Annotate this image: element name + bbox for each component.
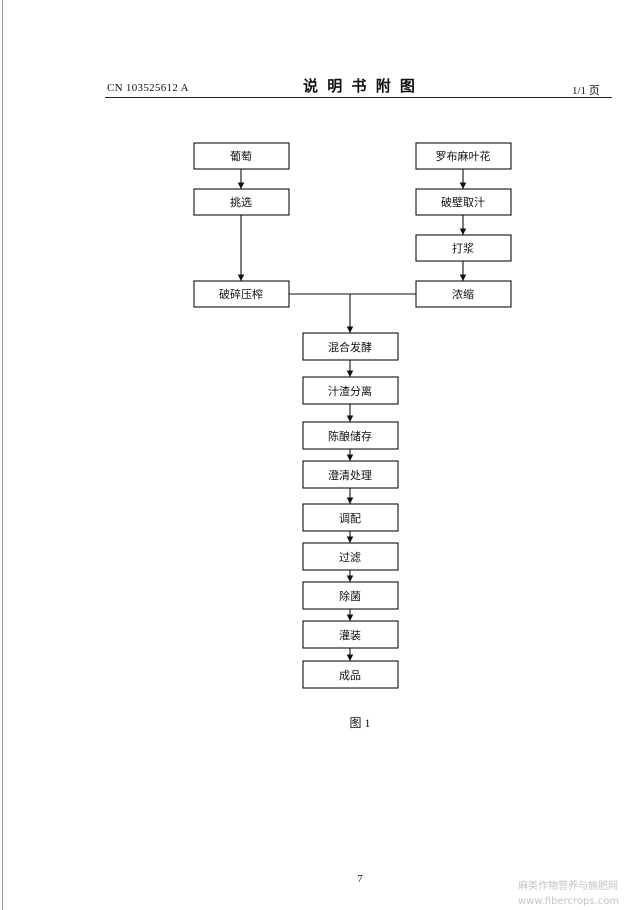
step-label-aging-storage: 陈酿储存: [328, 429, 372, 443]
watermark: 麻类作物营养与施肥网 www.fibercrops.com: [518, 879, 640, 909]
step-label-crushing-pressing: 破碎压榨: [219, 287, 263, 301]
step-label-sterilization: 除菌: [339, 589, 361, 603]
step-label-sorting: 挑选: [230, 195, 252, 209]
step-label-filtration: 过滤: [339, 551, 361, 564]
patent-number: CN 103525612 A: [107, 82, 189, 94]
step-label-mixed-fermentation: 混合发酵: [328, 340, 372, 354]
step-box-concentrating: [415, 280, 512, 308]
page-count: 1/1 页: [572, 85, 600, 97]
step-box-juice-residue-separation: [302, 376, 399, 405]
step-label-wall-breaking-juicing: 破壁取汁: [441, 195, 485, 209]
step-label-clarification: 澄清处理: [328, 468, 372, 482]
step-label-concentrating: 浓缩: [452, 288, 474, 301]
step-label-finished-product: 成品: [339, 669, 361, 682]
figure-caption: 图 1: [349, 716, 371, 730]
step-label-bottling: 灌装: [339, 629, 361, 642]
step-box-mixed-fermentation: [302, 332, 399, 361]
watermark-url: www.fibercrops.com: [518, 896, 620, 907]
page-title: 说 明 书 附 图: [303, 77, 417, 95]
step-box-bottling: [302, 620, 399, 649]
scan-page-edge: [2, 0, 3, 910]
header-divider: [105, 97, 612, 98]
watermark-site-name: 麻类作物营养与施肥网: [518, 881, 618, 892]
step-box-finished-product: [302, 660, 399, 689]
step-label-juice-residue-separation: 汁渣分离: [328, 384, 372, 398]
step-label-grapes: 葡萄: [230, 150, 252, 163]
step-box-aging-storage: [302, 421, 399, 450]
step-label-pulping: 打浆: [452, 241, 474, 255]
page-number: 7: [357, 873, 363, 885]
step-box-sterilization: [302, 581, 399, 610]
step-label-blending: 调配: [339, 512, 361, 525]
step-label-apocynum-leaves-flowers: 罗布麻叶花: [436, 149, 491, 163]
step-box-filtration: [302, 542, 399, 571]
